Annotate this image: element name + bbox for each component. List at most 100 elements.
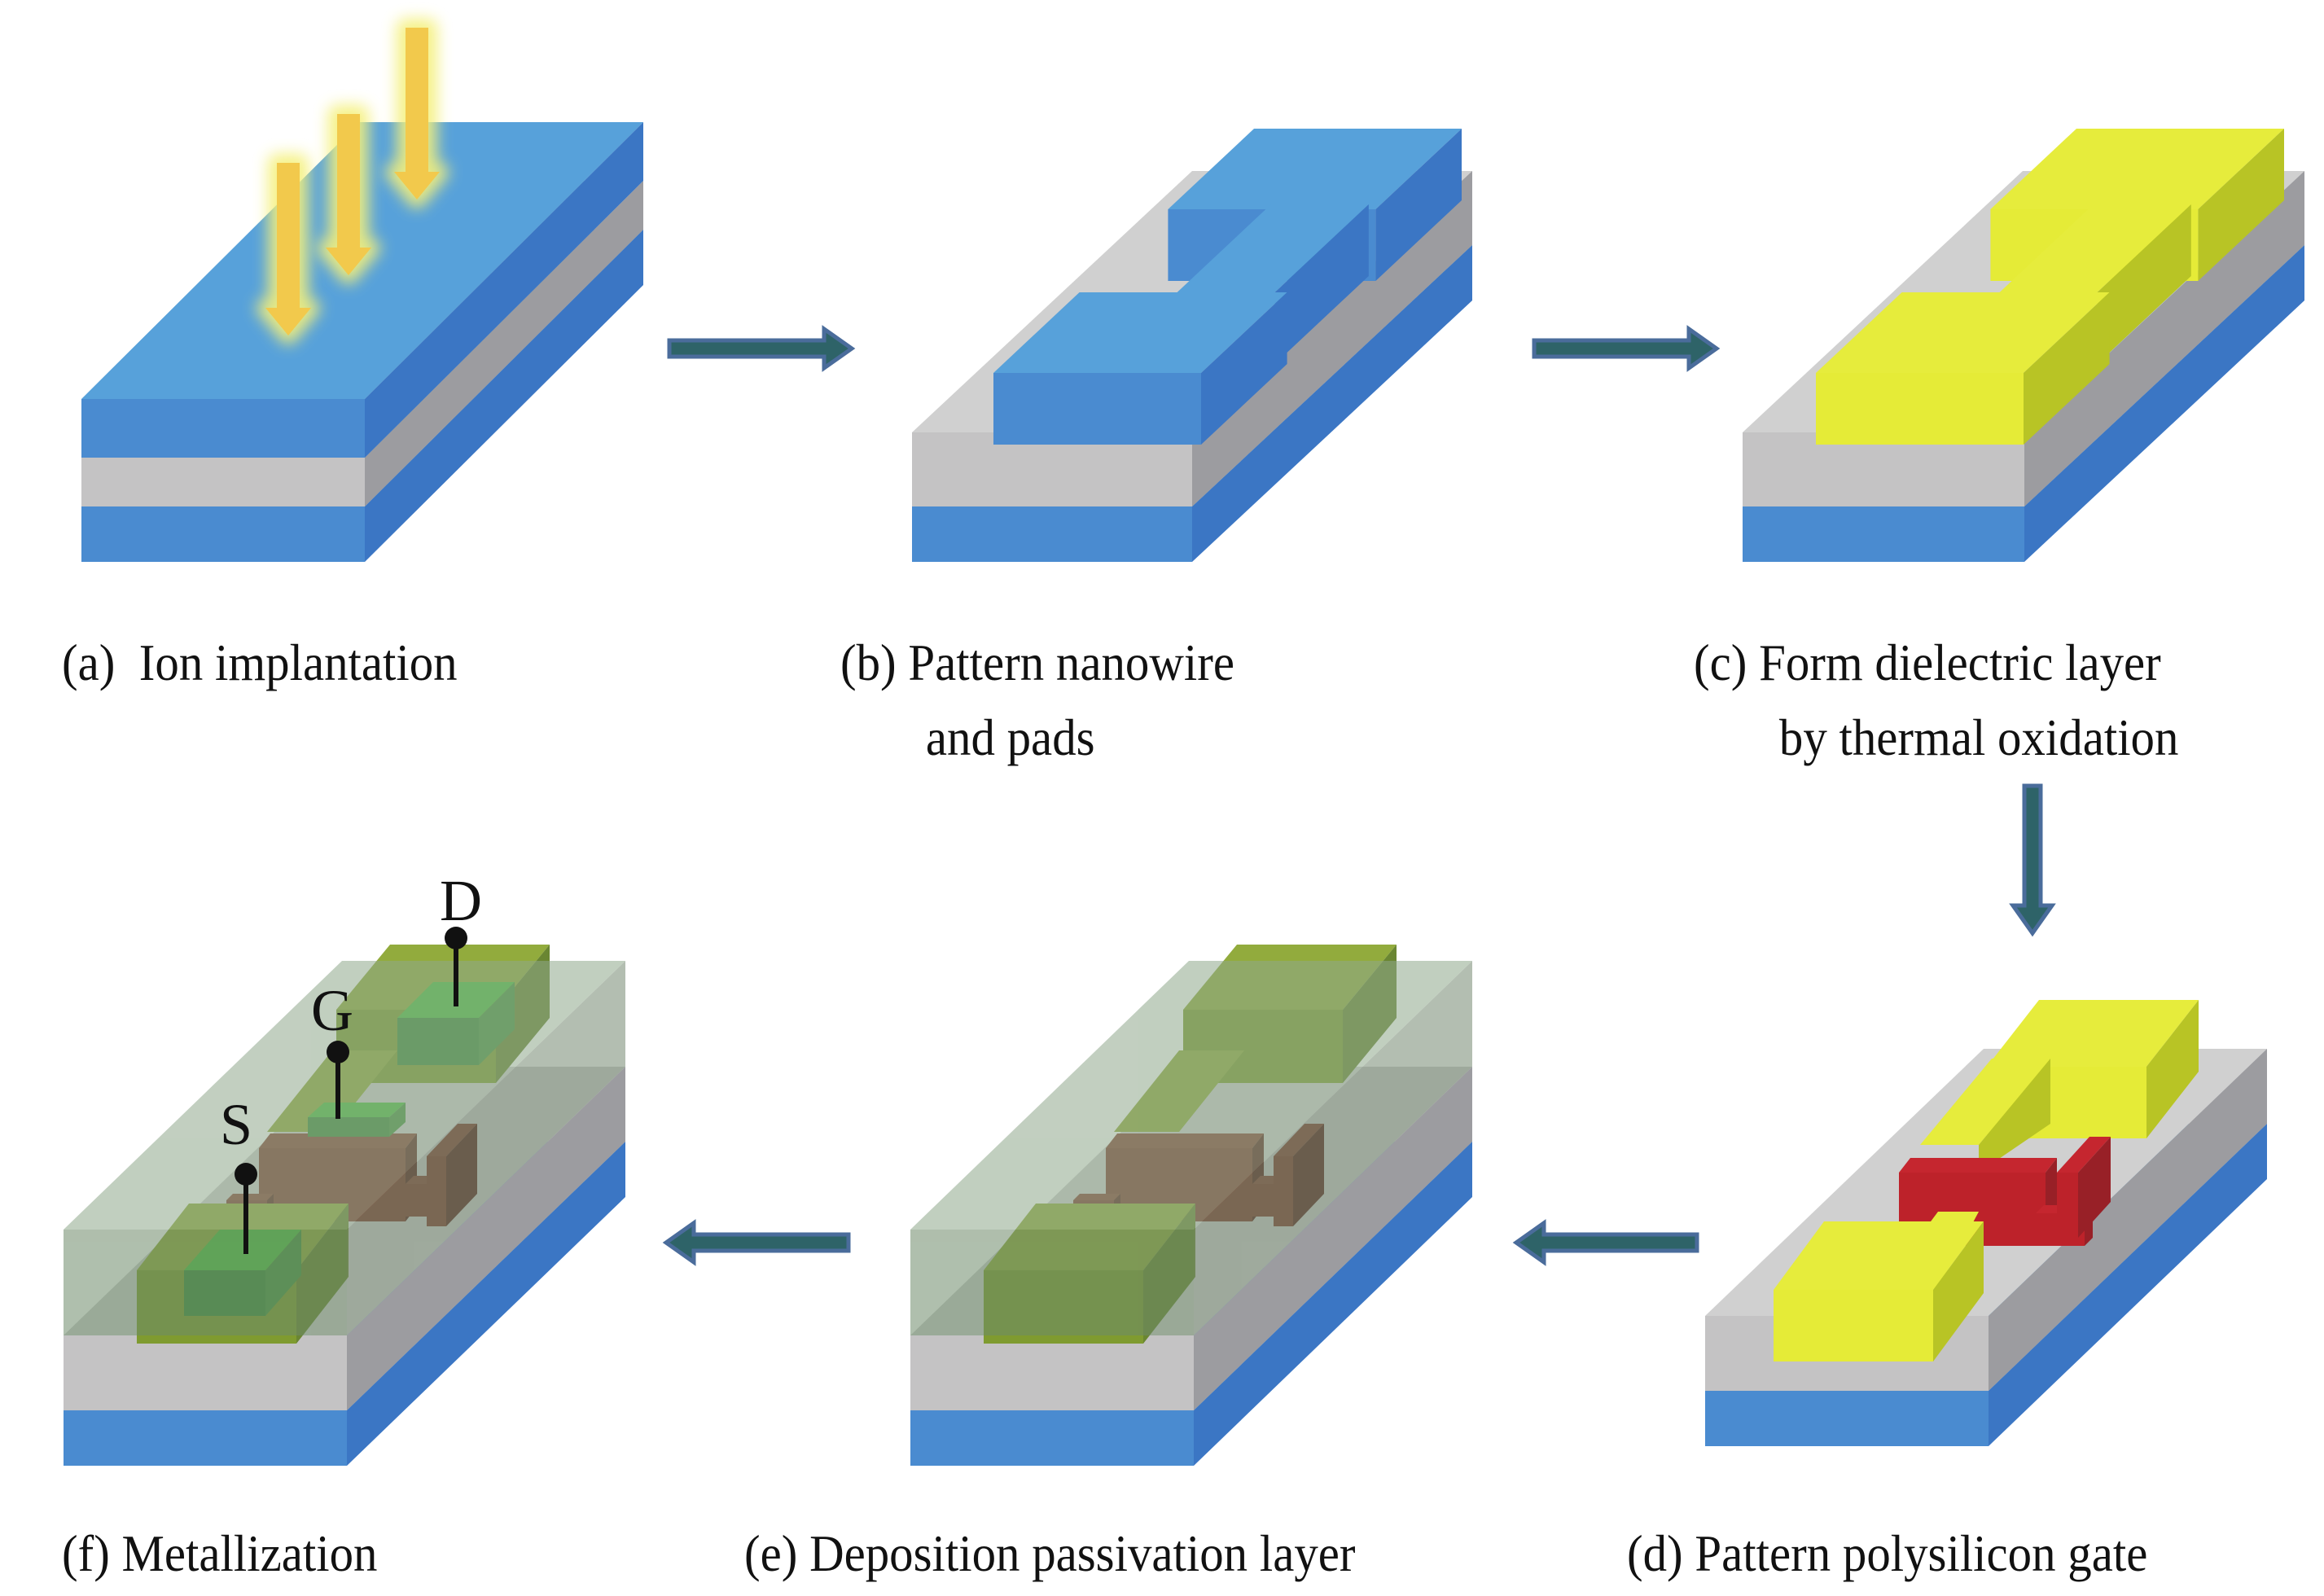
passivation-layer-front <box>64 1230 347 1335</box>
nanowire-channel-side <box>1979 1059 2050 1173</box>
substrate-layer-front <box>912 506 1192 562</box>
caption-d: (d) Pattern polysilicon gate <box>1627 1516 2147 1591</box>
buried-oxide-layer-side <box>365 181 643 506</box>
terminal-dot <box>445 927 467 949</box>
substrate-layer-side <box>1989 1124 2267 1446</box>
panel-d-polysilicon-gate <box>1705 1000 2267 1446</box>
arrow-b-to-c-icon <box>1532 325 1721 372</box>
source-terminal-pin <box>235 1163 257 1254</box>
ion-beam-arrow-icon <box>385 19 449 208</box>
nanowire-and-pads <box>993 129 1462 445</box>
substrate-layer-side <box>1192 245 1472 562</box>
buried-oxide-layer-front <box>64 1335 347 1410</box>
drain-pad-side <box>2146 1000 2199 1138</box>
ion-beam-shaft <box>326 114 371 275</box>
nanowire-and-pads-wire-side <box>1274 204 1369 364</box>
drain-label: D <box>440 868 482 933</box>
caption-d-line1: (d) Pattern polysilicon gate <box>1627 1524 2148 1582</box>
arrow-d-to-e-icon <box>1512 1219 1699 1266</box>
panel-b-pattern-nanowire <box>912 129 1472 562</box>
buried-oxide-layer-front <box>910 1335 1194 1410</box>
buried-oxide-layer-side <box>347 1067 625 1410</box>
passivation-layer <box>64 961 625 1335</box>
oxidized-nanowire-and-pads <box>1816 129 2284 445</box>
source-pad-side <box>1933 1221 1984 1361</box>
drain-pad-top <box>1987 1000 2199 1067</box>
buried-oxide-layer-front <box>912 432 1192 506</box>
arrow-e-to-f-icon <box>662 1219 851 1266</box>
caption-b-line2: and pads <box>925 708 1095 766</box>
oxidized-nanowire-and-pads-far-pad-side <box>2198 129 2284 281</box>
nanowire-and-pads-near-pad-top <box>993 292 1287 373</box>
nanowire-and-pads-far-pad-side <box>1375 129 1462 281</box>
substrate-layer-side <box>365 230 643 562</box>
buried-oxide-layer-side <box>1989 1049 2267 1391</box>
caption-a-line1: (a) Ion implantation <box>62 634 458 691</box>
oxidized-nanowire-and-pads-near-pad-side <box>2024 292 2110 445</box>
oxidized-nanowire-and-pads-wire-side <box>2097 204 2191 364</box>
source-pad-front <box>1774 1290 1933 1361</box>
caption-f-line1: (f) Metallization <box>62 1524 378 1582</box>
nanowire-and-pads-near-pad-front <box>993 373 1201 445</box>
source-label: S <box>220 1092 252 1157</box>
oxidized-nanowire-and-pads-near-pad-top <box>1816 292 2110 373</box>
nanowire-and-pads-near-pad <box>993 292 1287 445</box>
polysilicon-gate-end-post-front <box>2057 1173 2078 1238</box>
ion-beam-arrow-icon <box>317 105 380 284</box>
passivation-layer <box>910 961 1472 1335</box>
passivation-layer-top <box>910 961 1472 1230</box>
substrate-layer-front <box>1743 506 2024 562</box>
caption-f: (f) Metallization <box>62 1516 377 1591</box>
terminal-dot <box>235 1163 257 1186</box>
caption-b: (b) Pattern nanowire and pads <box>840 625 1234 775</box>
passivation-layer-front <box>910 1230 1194 1335</box>
arrow-c-to-d-icon <box>2009 783 2056 937</box>
nanowire-and-pads-far-pad-top <box>1168 129 1462 209</box>
arrow-a-to-b-icon <box>667 325 856 372</box>
terminal-dot <box>327 1041 349 1063</box>
oxidized-nanowire-and-pads-far-pad-top <box>1990 129 2284 209</box>
panel-f-metallization <box>64 927 625 1466</box>
terminal-labels: D G S <box>220 868 482 1157</box>
process-arrows <box>662 325 2056 1266</box>
oxidized-nanowire-and-pads-wire-top <box>1999 204 2191 292</box>
passivation-layer-side <box>347 961 625 1335</box>
substrate-layer-side <box>2024 245 2304 562</box>
oxidized-nanowire-and-pads-near-pad-front <box>1816 373 2024 445</box>
oxidized-nanowire-and-pads-near-pad <box>1816 292 2110 445</box>
nanowire-channel-top <box>1920 1059 2050 1145</box>
polysilicon-gate-end-post <box>2057 1137 2111 1238</box>
substrate-layer-front <box>910 1410 1194 1466</box>
panel-e-passivation-layer <box>910 945 1472 1466</box>
passivation-layer-side <box>1194 961 1472 1335</box>
substrate-layer-side <box>347 1142 625 1466</box>
nanowire-and-pads-far-pad <box>1168 129 1462 281</box>
passivation-layer-top <box>64 961 625 1230</box>
oxidized-nanowire-and-pads-wire <box>1999 204 2191 364</box>
drain-terminal-pin <box>445 927 467 1006</box>
substrate-layer-front <box>1705 1391 1989 1446</box>
polysilicon-gate-bridge-top <box>1899 1158 2057 1173</box>
nanowire-and-pads-wire-top <box>1177 204 1369 292</box>
implanted-silicon-layer-side <box>365 122 643 458</box>
buried-oxide-layer-front <box>81 458 365 506</box>
caption-e: (e) Deposition passivation layer <box>744 1516 1356 1591</box>
substrate-layer-front <box>81 506 365 562</box>
ion-beam-shaft <box>265 163 311 335</box>
polysilicon-gate-end-post-top <box>2057 1137 2111 1173</box>
buried-oxide-layer-side <box>1194 1067 1472 1410</box>
ion-beam-arrow-icon <box>257 154 320 344</box>
caption-b-line1: (b) Pattern nanowire <box>840 634 1234 691</box>
caption-c: (c) Form dielectric layer by thermal oxi… <box>1694 625 2178 775</box>
source-pad-top <box>1774 1221 1984 1290</box>
substrate-layer-front <box>64 1410 347 1466</box>
caption-e-line1: (e) Deposition passivation layer <box>744 1524 1356 1582</box>
caption-c-line2: by thermal oxidation <box>1778 708 2179 766</box>
buried-oxide-layer-front <box>1743 432 2024 506</box>
ion-beam-shaft <box>394 28 440 200</box>
polysilicon-gate-end-post-side <box>2078 1137 2111 1238</box>
panel-c-dielectric-layer <box>1743 129 2304 562</box>
caption-c-line1: (c) Form dielectric layer <box>1694 634 2161 691</box>
caption-a: (a) Ion implantation <box>62 625 458 700</box>
